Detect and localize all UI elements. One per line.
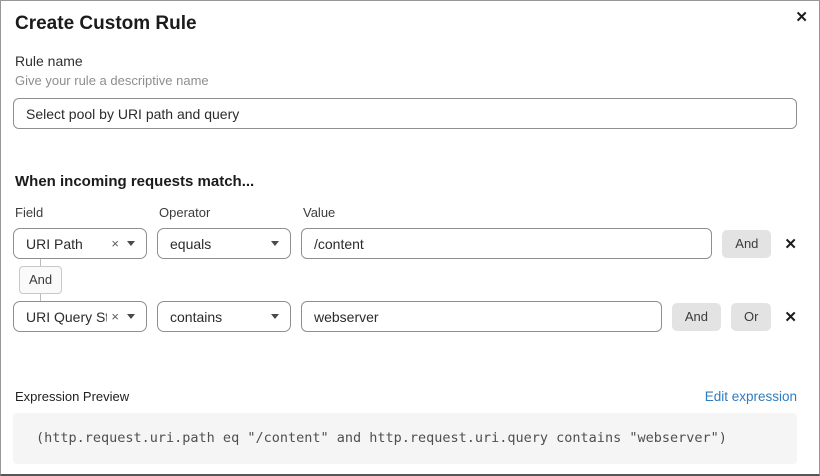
connector-and-chip: And [19, 266, 63, 294]
rule-name-input[interactable] [13, 98, 797, 129]
operator-column-label: Operator [159, 205, 211, 220]
field-select-value: URI Path [26, 235, 83, 252]
field-select-value: URI Query St... [26, 308, 107, 325]
rule-name-label: Rule name [15, 53, 83, 69]
field-select[interactable]: URI Query St... × [13, 301, 147, 332]
expression-preview-label: Expression Preview [15, 389, 130, 404]
connector-line [40, 259, 42, 266]
operator-select-value: contains [170, 308, 223, 325]
clear-icon[interactable]: × [111, 236, 119, 251]
match-heading: When incoming requests match... [15, 173, 255, 190]
or-button[interactable]: Or [730, 302, 772, 331]
edit-expression-link[interactable]: Edit expression [704, 389, 797, 404]
condition-column-labels: Field Operator Value [13, 206, 797, 220]
expression-code: (http.request.uri.path eq "/content" and… [13, 413, 797, 464]
value-input[interactable] [301, 228, 713, 259]
value-input[interactable] [301, 301, 662, 332]
rule-name-helper: Give your rule a descriptive name [15, 73, 209, 88]
chevron-down-icon [271, 241, 279, 246]
chevron-down-icon [127, 314, 135, 319]
operator-select[interactable]: contains [157, 301, 291, 332]
condition-row: URI Query St... × contains And Or ✕ [13, 301, 797, 332]
condition-row: URI Path × equals And ✕ [13, 228, 797, 259]
chevron-down-icon [271, 314, 279, 319]
condition-connector: And [19, 259, 63, 301]
connector-line [40, 294, 42, 301]
and-button[interactable]: And [722, 229, 772, 258]
field-column-label: Field [15, 205, 44, 220]
expression-header: Expression Preview Edit expression [13, 389, 797, 404]
operator-select-value: equals [170, 235, 212, 252]
dialog-title: Create Custom Rule [15, 13, 197, 34]
delete-row-icon[interactable]: ✕ [784, 235, 797, 253]
field-select[interactable]: URI Path × [13, 228, 147, 259]
chevron-down-icon [127, 241, 135, 246]
close-icon[interactable]: ✕ [795, 9, 808, 26]
value-column-label: Value [303, 205, 336, 220]
clear-icon[interactable]: × [111, 309, 119, 324]
and-button[interactable]: And [671, 302, 721, 331]
delete-row-icon[interactable]: ✕ [784, 308, 797, 326]
operator-select[interactable]: equals [157, 228, 291, 259]
